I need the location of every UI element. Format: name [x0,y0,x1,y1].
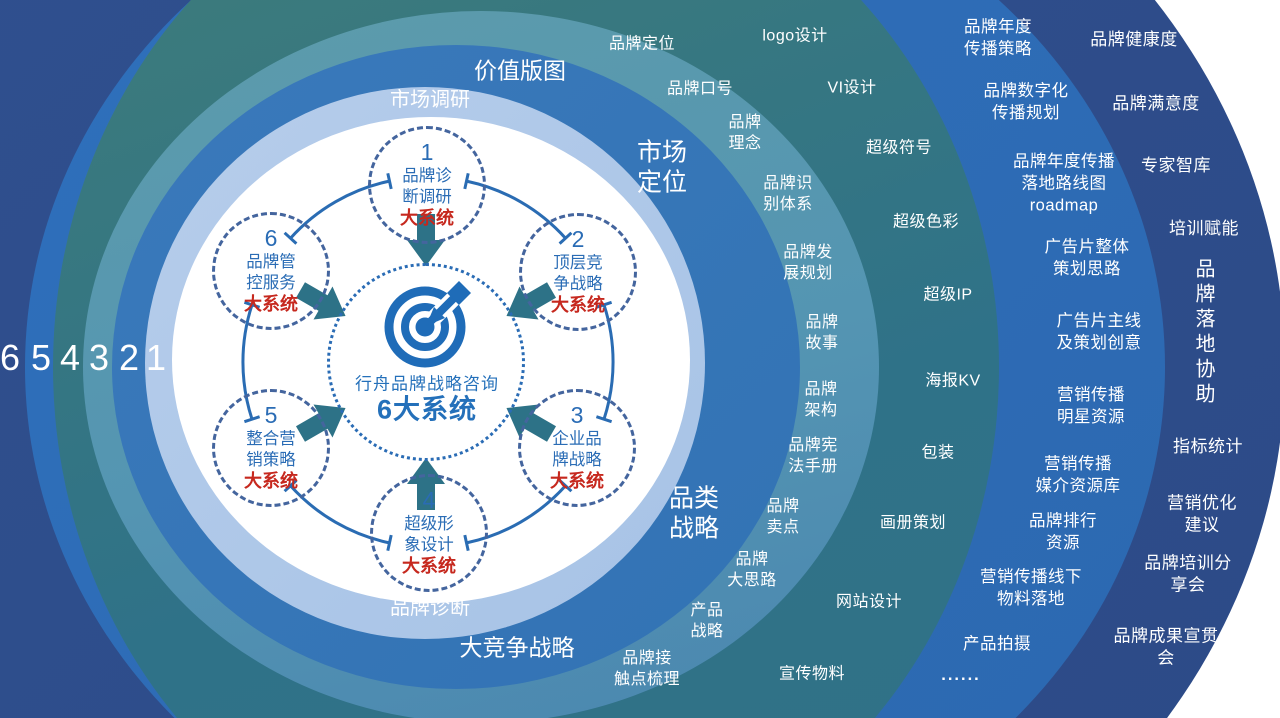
system-circle-3: 3 企业品 牌战略 大系统 [518,389,636,507]
stage-label-grand-competition: 大竞争战略 [459,634,575,661]
ring3-item: 产品 战略 [690,601,724,640]
ring5-item-ellipsis: ...... [941,666,981,685]
ring5-item: 营销传播 明星资源 [1057,386,1125,426]
system-tag: 大系统 [244,294,298,315]
stage-label-brand-diagnosis: 品牌诊断 [390,597,470,620]
ring-number-5: 5 [30,337,52,378]
system-circle-4: 4 超级形 象设计 大系统 [370,474,488,592]
system-number: 3 [570,401,584,428]
ring-number-4: 4 [59,337,81,378]
ring6-item: 营销优化建议 [1167,493,1237,535]
ring-number-3: 3 [88,337,110,378]
ring3-item: 品牌口号 [666,80,734,98]
stage-label-value-map: 价值版图 [474,57,566,84]
ring6-item: 培训赋能 [1169,218,1239,238]
stage-label-market-research: 市场调研 [390,89,470,112]
ring4-item: 包装 [921,444,955,462]
ring4-item: logo设计 [762,27,828,45]
system-number: 6 [264,224,278,251]
ring5-item: 品牌排行 资源 [1029,512,1097,552]
ring4-item: 宣传物料 [778,665,846,683]
ring5-item: 品牌年度 传播策略 [964,18,1032,58]
stage-label-category-strategy: 品类 战略 [668,484,720,543]
system-number: 4 [422,486,436,513]
system-circle-5: 5 整合营 销策略 大系统 [212,389,330,507]
ring6-item: 品牌培训分享会 [1144,553,1232,595]
system-tag: 大系统 [551,295,605,316]
ring3-item: 品牌发 展规划 [783,243,833,282]
system-circle-6: 6 品牌管 控服务 大系统 [212,212,330,330]
system-tag: 大系统 [400,208,454,229]
system-tag: 大系统 [402,556,456,577]
ring5-item: 品牌年度传播 落地路线图 roadmap [1013,152,1115,214]
ring6-item: 指标统计 [1173,436,1243,456]
ring3-item: 品牌 卖点 [766,497,800,536]
system-name: 整合营 销策略 [246,430,296,469]
ring4-item: 网站设计 [835,593,903,611]
ring5-item: 广告片整体 策划思路 [1044,238,1130,278]
ring4-item: 超级IP [923,286,973,304]
ring5-item: 营销传播线下 物料落地 [980,568,1082,608]
ring3-item: 品牌 理念 [728,113,762,152]
ring3-item: 品牌宪 法手册 [788,436,838,475]
ring6-item: 品牌健康度 [1090,29,1178,49]
ring-number-1: 1 [145,337,167,378]
system-number: 5 [264,401,278,428]
center-title: 6大系统 [376,394,478,425]
ring3-item: 品牌定位 [608,35,676,53]
ring-number-6: 6 [0,337,21,378]
ring6-item: 品牌成果宣贯会 [1113,626,1219,668]
ring6-item-vertical: 品牌落地协助 [1192,258,1214,408]
center-dotted-circle [327,263,525,461]
center-subtitle: 行舟品牌战略咨询 [355,374,499,394]
system-name: 品牌管 控服务 [246,253,296,292]
ring3-item: 品牌 故事 [805,313,839,352]
ring4-item: 画册策划 [879,514,947,532]
system-number: 2 [571,225,585,252]
system-name: 企业品 牌战略 [552,430,602,469]
ring4-item: 海报KV [925,372,981,390]
system-number: 1 [420,138,434,165]
ring3-item: 品牌 大思路 [727,550,777,589]
ring3-item: 品牌 架构 [804,380,838,419]
system-name: 顶层竞 争战略 [553,254,603,293]
ring5-item: 产品拍摄 [963,635,1031,654]
ring4-item: VI设计 [827,79,877,97]
ring3-item: 品牌识 别体系 [763,174,813,213]
ring5-item: 营销传播 媒介资源库 [1035,455,1121,495]
ring5-item: 品牌数字化 传播规划 [983,82,1069,122]
ring6-item: 品牌满意度 [1112,93,1200,113]
ring6-item: 专家智库 [1141,155,1211,175]
bullseye-target-icon [384,281,471,368]
ring4-item: 超级符号 [865,139,933,157]
system-tag: 大系统 [244,471,298,492]
ring5-item: 广告片主线 及策划创意 [1056,312,1142,352]
stage-label-market-positioning: 市场 定位 [636,138,688,197]
ring-number-2: 2 [118,337,140,378]
system-tag: 大系统 [550,471,604,492]
ring3-item: 品牌接 触点梳理 [613,649,681,688]
system-circle-2: 2 顶层竞 争战略 大系统 [519,213,637,331]
system-circle-1: 1 品牌诊 断调研 大系统 [368,126,486,244]
ring4-item: 超级色彩 [892,213,960,231]
system-name: 品牌诊 断调研 [402,167,452,206]
system-name: 超级形 象设计 [404,515,454,554]
